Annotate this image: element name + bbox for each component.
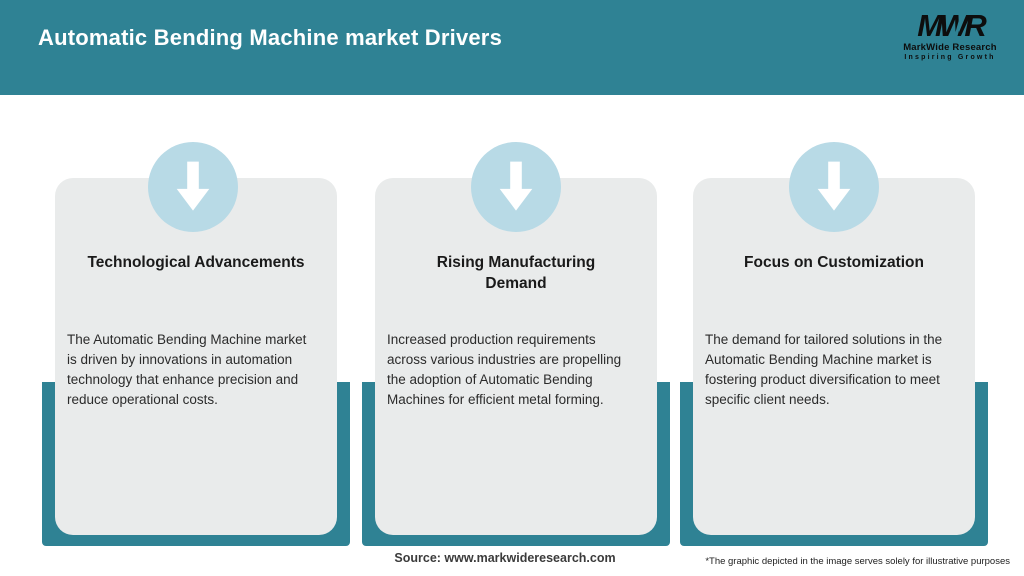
card-title: Rising Manufacturing Demand: [436, 254, 596, 292]
arrow-circle: [471, 142, 561, 232]
card-title: Technological Advancements: [87, 254, 305, 271]
card-description: The Automatic Bending Machine market is …: [67, 332, 307, 407]
card-description: Increased production requirements across…: [387, 332, 622, 407]
card-title: Focus on Customization: [744, 254, 924, 271]
arrow-circle: [789, 142, 879, 232]
header-bar: Automatic Bending Machine market Drivers…: [0, 0, 1024, 95]
card-focus-on-customization: Focus on Customization The demand for ta…: [693, 178, 975, 535]
arrow-circle: [148, 142, 238, 232]
arrow-down-icon: [812, 158, 856, 216]
card-description: The demand for tailored solutions in the…: [705, 332, 943, 407]
card-rising-manufacturing-demand: Rising Manufacturing Demand Increased pr…: [375, 178, 657, 535]
logo-monogram: MWR: [917, 8, 987, 44]
disclaimer-text: *The graphic depicted in the image serve…: [705, 556, 1010, 567]
logo-monogram-text: MWR: [917, 8, 987, 43]
page-title: Automatic Bending Machine market Drivers: [38, 25, 503, 50]
logo-name: MarkWide Research: [903, 42, 997, 53]
arrow-down-icon: [171, 158, 215, 216]
source-text: Source: www.markwideresearch.com: [394, 551, 616, 565]
logo-tagline: Inspiring Growth: [904, 54, 996, 61]
arrow-down-icon: [494, 158, 538, 216]
markwide-research-logo: MWR MarkWide Research Inspiring Growth: [890, 8, 1010, 61]
card-technological-advancements: Technological Advancements The Automatic…: [55, 178, 337, 535]
